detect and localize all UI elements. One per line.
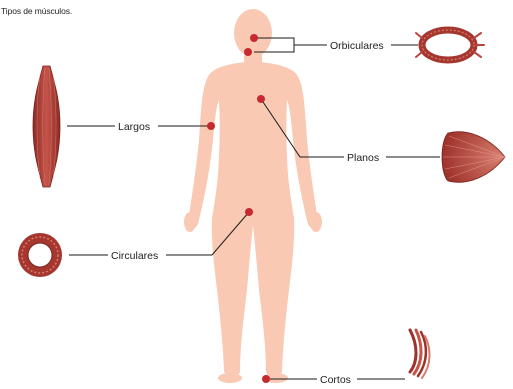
torso-and-arms — [188, 62, 319, 377]
marker-chest — [257, 95, 265, 103]
marker-mouth — [244, 48, 252, 56]
head — [234, 9, 272, 57]
label-cortos: Cortos — [320, 374, 351, 386]
marker-foot — [262, 375, 270, 383]
human-body-silhouette — [184, 9, 322, 383]
label-largos: Largos — [118, 121, 150, 133]
long-muscle-illustration — [33, 66, 60, 187]
left-hand — [184, 212, 196, 232]
circular-muscle-illustration — [18, 233, 62, 277]
marker-arm — [207, 122, 215, 130]
right-hand — [310, 212, 322, 232]
short-muscle-illustration — [410, 330, 430, 378]
label-orbiculares: Orbiculares — [330, 40, 384, 52]
marker-abdomen — [245, 208, 253, 216]
marker-eye — [250, 34, 258, 42]
orbicular-muscle-illustration — [416, 30, 484, 60]
label-planos: Planos — [347, 152, 379, 164]
label-circulares: Circulares — [111, 250, 158, 262]
left-foot — [218, 373, 242, 383]
flat-muscle-illustration — [442, 132, 505, 183]
